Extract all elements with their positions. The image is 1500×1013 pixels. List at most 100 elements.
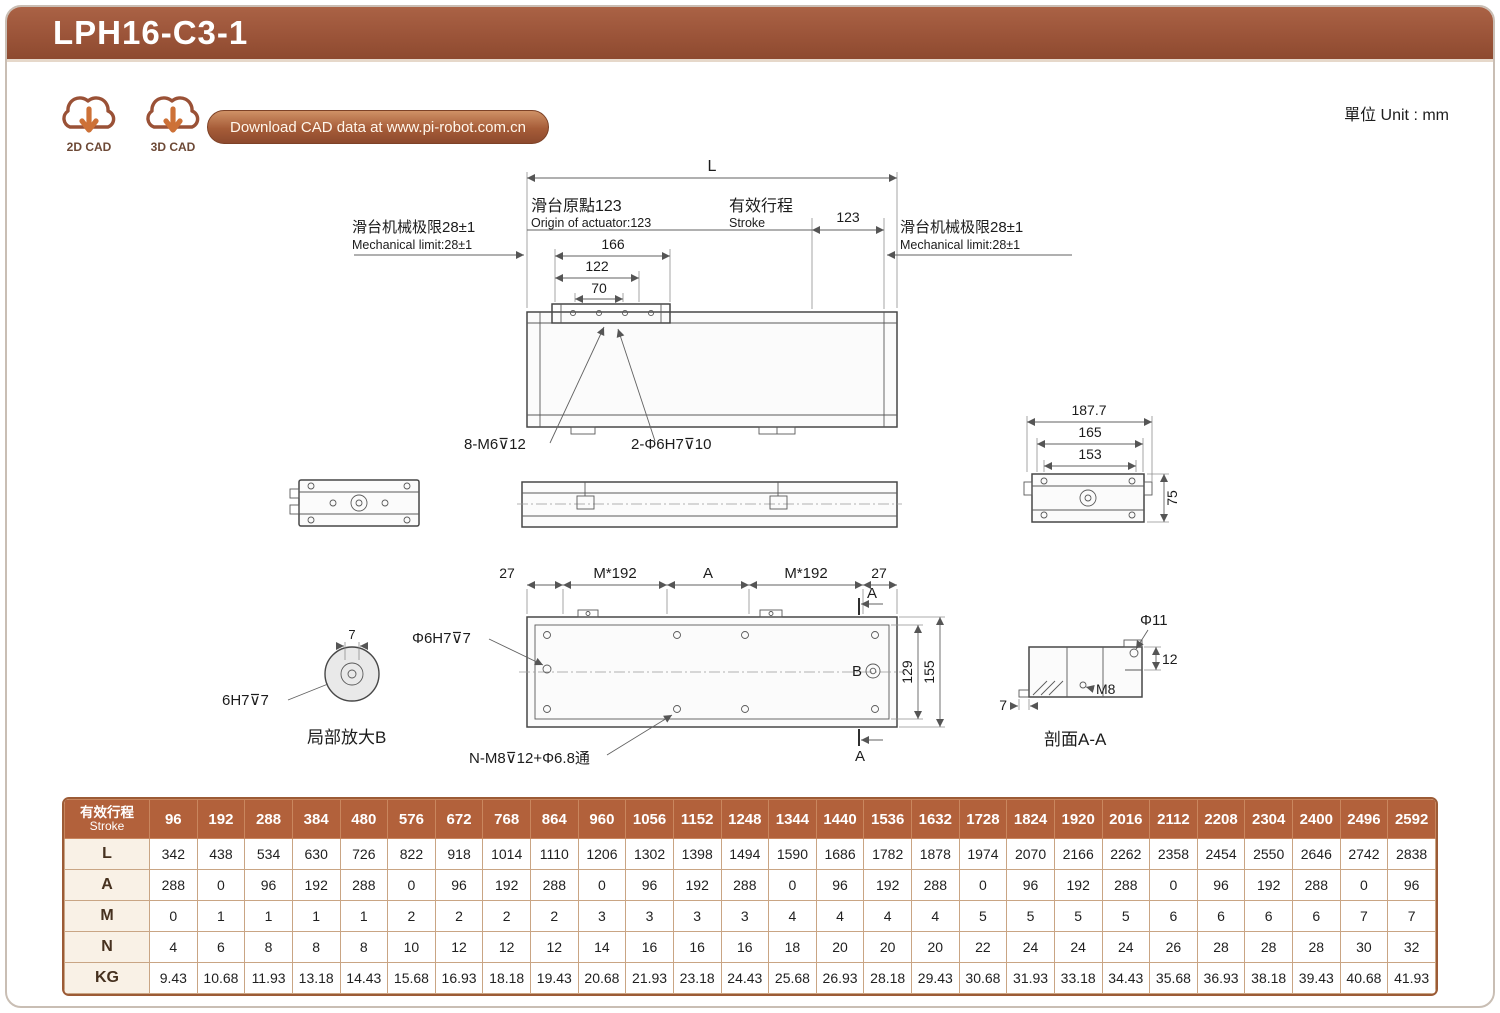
cad-3d-label: 3D CAD: [150, 140, 196, 154]
table-cell: 24: [1101, 931, 1151, 963]
table-cell: 1878: [911, 838, 960, 870]
mech-limit-right-en: Mechanical limit:28±1: [900, 238, 1020, 252]
table-cell: 24: [1053, 931, 1103, 963]
dim-75-label: 75: [1164, 490, 1180, 506]
table-cell: 0: [387, 869, 436, 901]
row-label: N: [64, 931, 150, 963]
download-cad-button[interactable]: Download CAD data at www.pi-robot.com.cn: [207, 110, 549, 144]
stroke-column-header: 864: [530, 799, 579, 839]
table-cell: 32: [1387, 931, 1436, 963]
section-m8-label: M8: [1096, 681, 1116, 697]
table-cell: 20.68: [577, 962, 627, 994]
table-cell: 3: [625, 900, 674, 932]
table-cell: 4: [768, 900, 817, 932]
table-cell: 6: [1292, 900, 1341, 932]
plan-view: [519, 609, 905, 728]
table-cell: 31.93: [1006, 962, 1055, 994]
table-cell: 4: [911, 900, 960, 932]
table-cell: 438: [196, 838, 246, 870]
stroke-column-header: 192: [196, 799, 246, 839]
table-cell: 9.43: [149, 962, 198, 994]
mech-limit-left-cn: 滑台机械极限28±1: [352, 219, 475, 236]
table-cell: 192: [291, 869, 341, 901]
table-cell: 8: [291, 931, 341, 963]
table-cell: 28: [1292, 931, 1341, 963]
table-cell: 1014: [482, 838, 531, 870]
table-cell: 1: [339, 900, 389, 932]
table-cell: 288: [1101, 869, 1151, 901]
table-cell: 0: [768, 869, 817, 901]
table-cell: 34.43: [1101, 962, 1151, 994]
technical-drawing: L 123 滑台原點123 Origin of actuator:123 有效行…: [222, 158, 1180, 767]
table-cell: 0: [1339, 869, 1389, 901]
row-label: A: [64, 869, 150, 901]
stroke-column-header: 2304: [1244, 799, 1293, 839]
dowel-holes-label: 2-Φ6H7⊽10: [631, 436, 712, 453]
row-label: KG: [64, 962, 150, 994]
mech-limit-left-en: Mechanical limit:28±1: [352, 238, 472, 252]
section-aa-view: Φ11 12 M8 7 剖面A-A: [999, 612, 1178, 749]
cad-3d-download[interactable]: 3D CAD: [137, 89, 209, 154]
table-cell: 2070: [1006, 838, 1055, 870]
dim-70-label: 70: [591, 280, 607, 296]
table-cell: 4: [149, 931, 198, 963]
table-cell: 6: [1196, 900, 1246, 932]
table-cell: 96: [1387, 869, 1436, 901]
table-cell: 16: [672, 931, 722, 963]
table-cell: 96: [625, 869, 674, 901]
table-cell: 2358: [1149, 838, 1198, 870]
table-cell: 23.18: [672, 962, 722, 994]
table-cell: 1206: [577, 838, 627, 870]
stroke-column-header: 2208: [1196, 799, 1246, 839]
detail-b-view: 7 6H7⊽7 局部放大B: [222, 627, 386, 747]
stroke-column-header: 1536: [863, 799, 912, 839]
table-cell: 1302: [625, 838, 674, 870]
table-cell: 40.68: [1339, 962, 1389, 994]
dim-a-label: A: [703, 565, 713, 582]
table-cell: 16.93: [434, 962, 484, 994]
dim-129-label: 129: [899, 660, 915, 684]
stroke-column-header: 1344: [768, 799, 817, 839]
table-cell: 10: [387, 931, 436, 963]
table-cell: 918: [434, 838, 484, 870]
stroke-column-header: 2496: [1339, 799, 1389, 839]
dim-155-label: 155: [921, 660, 937, 684]
detail-b-dim-7-label: 7: [348, 627, 355, 642]
table-cell: 10.68: [196, 962, 246, 994]
table-cell: 21.93: [625, 962, 674, 994]
table-cell: 15.68: [387, 962, 436, 994]
hole-pitch-left-label: M*192: [593, 565, 636, 582]
table-cell: 11.93: [244, 962, 293, 994]
table-cell: 0: [149, 900, 198, 932]
download-cad-label: Download CAD data at www.pi-robot.com.cn: [230, 118, 526, 136]
dim-27-left-label: 27: [499, 565, 515, 581]
table-cell: 1590: [768, 838, 817, 870]
table-cell: 5: [1053, 900, 1103, 932]
stroke-column-header: 672: [434, 799, 484, 839]
table-cell: 16: [625, 931, 674, 963]
stroke-column-header: 960: [577, 799, 627, 839]
cad-2d-download[interactable]: 2D CAD: [53, 89, 125, 154]
table-cell: 2742: [1339, 838, 1389, 870]
table-cell: 2646: [1292, 838, 1341, 870]
end-view-right: 187.7 165 153 75: [1023, 402, 1180, 523]
section-marker-top-label: A: [867, 585, 877, 602]
stroke-header-cn: 有效行程: [80, 805, 134, 820]
table-cell: 1398: [672, 838, 722, 870]
table-cell: 2838: [1387, 838, 1436, 870]
table-cell: 5: [958, 900, 1008, 932]
stroke-column-header: 2112: [1149, 799, 1198, 839]
table-cell: 41.93: [1387, 962, 1436, 994]
table-cell: 192: [1053, 869, 1103, 901]
table-cell: 26: [1149, 931, 1198, 963]
table-cell: 1782: [863, 838, 912, 870]
stroke-column-header: 288: [244, 799, 293, 839]
table-cell: 5: [1101, 900, 1151, 932]
stroke-column-header: 1728: [958, 799, 1008, 839]
table-cell: 26.93: [815, 962, 865, 994]
section-dim-7-label: 7: [999, 697, 1007, 713]
